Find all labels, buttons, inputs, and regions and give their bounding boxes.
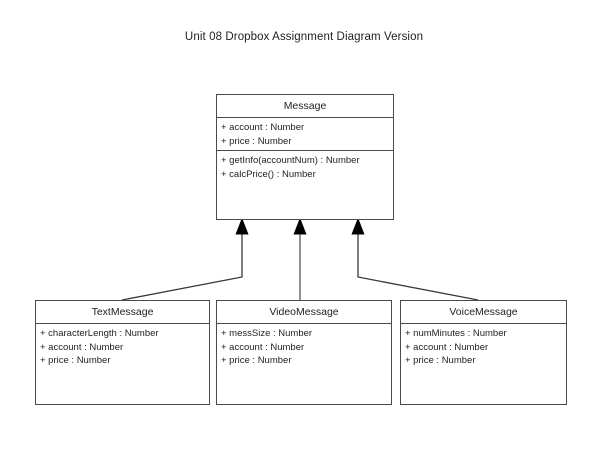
class-name-message: Message	[217, 95, 393, 118]
generalization-voicemessage[interactable]	[351, 217, 479, 301]
attribute-row: + numMinutes : Number	[405, 328, 507, 339]
attribute-row: + characterLength : Number	[40, 328, 159, 339]
class-name-voicemessage: VoiceMessage	[401, 301, 566, 324]
attribute-row: + price : Number	[221, 355, 292, 366]
operation-row: + getInfo(accountNum) : Number	[221, 155, 360, 166]
attributes-compartment-voicemessage: + numMinutes : Number + account : Number…	[401, 324, 566, 370]
attributes-compartment-message: + account : Number + price : Number	[217, 118, 393, 151]
operations-compartment-message: + getInfo(accountNum) : Number + calcPri…	[217, 151, 393, 183]
class-name-textmessage: TextMessage	[36, 301, 209, 324]
attributes-compartment-textmessage: + characterLength : Number + account : N…	[36, 324, 209, 370]
attribute-row: + account : Number	[221, 122, 305, 133]
attribute-row: + price : Number	[221, 135, 292, 147]
attribute-row: + messSize : Number	[221, 328, 313, 339]
attribute-row: + price : Number	[40, 355, 111, 366]
uml-class-videomessage[interactable]: VideoMessage + messSize : Number + accou…	[216, 300, 392, 405]
attribute-row: + account : Number	[40, 341, 124, 353]
generalization-textmessage[interactable]	[121, 217, 249, 301]
generalization-videomessage[interactable]	[293, 217, 307, 300]
diagram-title: Unit 08 Dropbox Assignment Diagram Versi…	[184, 31, 424, 43]
uml-class-textmessage[interactable]: TextMessage + characterLength : Number +…	[35, 300, 210, 405]
attributes-compartment-videomessage: + messSize : Number + account : Number +…	[217, 324, 391, 370]
class-name-videomessage: VideoMessage	[217, 301, 391, 324]
uml-class-voicemessage[interactable]: VoiceMessage + numMinutes : Number + acc…	[400, 300, 567, 405]
uml-class-message[interactable]: Message + account : Number + price : Num…	[216, 94, 394, 220]
attribute-row: + account : Number	[221, 341, 305, 353]
attribute-row: + price : Number	[405, 355, 476, 366]
operation-row: + calcPrice() : Number	[221, 168, 316, 180]
attribute-row: + account : Number	[405, 341, 489, 353]
